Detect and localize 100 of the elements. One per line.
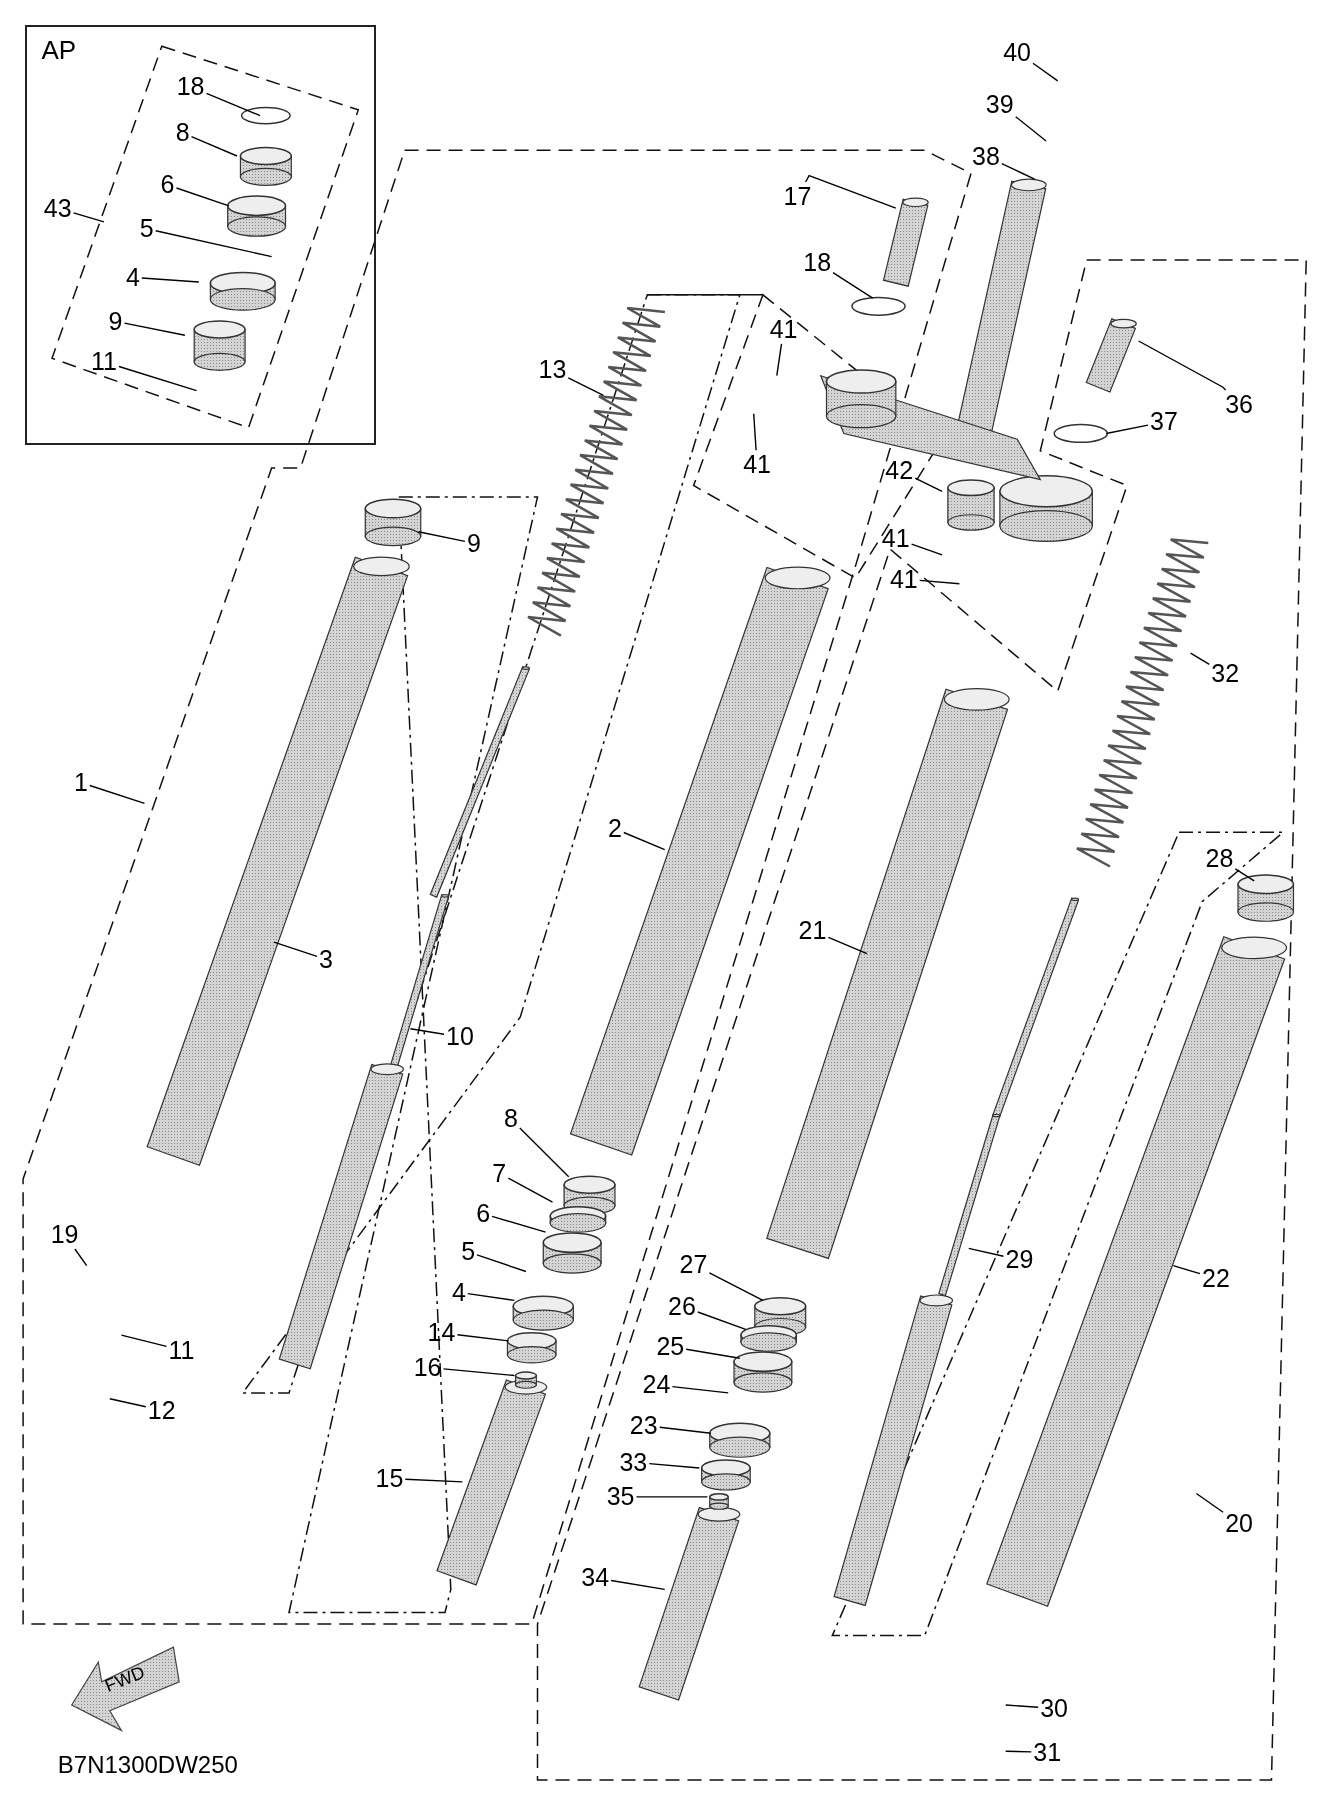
callout-number: 1: [73, 770, 88, 796]
callout-number: 24: [642, 1372, 671, 1398]
callout-number: 19: [50, 1222, 79, 1247]
leader-line: [442, 1368, 516, 1377]
callout-number: 37: [1150, 409, 1178, 435]
callout-number: 11: [168, 1337, 195, 1363]
leader-line: [72, 212, 105, 223]
leader-line: [635, 1496, 709, 1498]
leader-line: [141, 277, 200, 283]
callout-number: 36: [1225, 392, 1253, 418]
leader-line: [1172, 1265, 1201, 1275]
callout-number: 43: [43, 195, 72, 221]
callout-number: 5: [461, 1239, 476, 1265]
leader-line: [409, 1028, 445, 1035]
leader-line: [205, 92, 261, 117]
callout-number: 11: [91, 349, 117, 375]
callout-number: 31: [1033, 1739, 1062, 1765]
callout-number: 12: [147, 1397, 176, 1423]
leader-line: [671, 1385, 729, 1394]
callout-number: 41: [769, 316, 798, 342]
callout-number: 38: [972, 143, 1000, 169]
callout-number: 6: [160, 172, 175, 198]
callout-number: 42: [885, 457, 914, 483]
leader-line: [1234, 868, 1255, 882]
callout-number: 4: [125, 264, 140, 290]
callout-number: 10: [446, 1024, 474, 1050]
leader-line: [623, 831, 666, 851]
callout-number: 18: [176, 74, 205, 100]
leader-line: [776, 343, 783, 377]
callout-number: 22: [1202, 1265, 1230, 1291]
drawing-code: B7N1300DW250: [57, 1750, 238, 1779]
leader-line: [1105, 424, 1149, 435]
leader-line: [109, 1398, 147, 1408]
leader-line: [610, 1579, 666, 1591]
callout-number: 34: [581, 1565, 610, 1591]
callout-number: 18: [803, 249, 832, 275]
callout-number: 25: [656, 1334, 685, 1360]
leader-line: [155, 230, 273, 258]
leader-line: [827, 936, 868, 955]
leader-line: [519, 1127, 570, 1178]
leader-line: [491, 1215, 547, 1233]
kit-label: AP: [41, 37, 77, 64]
callout-number: 30: [1040, 1695, 1068, 1721]
leader-line: [89, 784, 146, 805]
callout-number: 6: [476, 1201, 491, 1227]
callout-number: 41: [889, 566, 918, 592]
kit-frame: [25, 25, 376, 445]
leader-line: [476, 1254, 527, 1273]
callout-number: 13: [538, 357, 567, 383]
leader-line: [74, 1248, 88, 1267]
callout-number: 35: [606, 1484, 635, 1510]
callout-number: 5: [139, 216, 154, 242]
leader-line: [753, 413, 757, 451]
leader-line: [175, 187, 230, 207]
callout-number: 3: [318, 946, 333, 972]
callout-number: 15: [375, 1465, 404, 1491]
callout-number: 32: [1211, 661, 1240, 687]
leader-line: [832, 271, 874, 299]
callout-number: 40: [1003, 39, 1031, 65]
leader-line: [120, 1334, 168, 1348]
callout-number: 23: [629, 1412, 658, 1438]
leader-line: [1195, 1492, 1224, 1513]
leader-line: [697, 1311, 747, 1330]
leader-line: [685, 1348, 741, 1359]
direction-label: FWD: [101, 1662, 148, 1698]
leader-line: [273, 941, 318, 958]
leader-line: [190, 136, 238, 157]
leader-line: [404, 1478, 464, 1483]
callout-number: 26: [668, 1293, 696, 1319]
callout-number: 14: [427, 1320, 456, 1346]
leader-line: [968, 1247, 1005, 1257]
callout-number: 17: [783, 184, 812, 209]
callout-number: 20: [1225, 1511, 1253, 1536]
callout-number: 9: [466, 530, 481, 556]
leader-line: [1032, 62, 1059, 82]
leader-line: [118, 365, 198, 392]
callout-number: 28: [1205, 846, 1234, 872]
leader-line: [919, 579, 961, 585]
callout-number: 9: [108, 308, 123, 334]
leader-line: [456, 1334, 510, 1342]
callout-number: 8: [503, 1106, 518, 1132]
callout-number: 4: [451, 1279, 466, 1305]
leader-line: [417, 531, 466, 543]
callout-number: 33: [619, 1449, 648, 1475]
leader-line: [708, 1272, 764, 1302]
callout-number: 7: [492, 1160, 507, 1186]
leader-line: [1001, 162, 1036, 180]
leader-line: [648, 1462, 700, 1469]
leader-line: [123, 322, 186, 336]
leader-line: [910, 543, 943, 556]
leader-line: [507, 1177, 554, 1203]
leader-line: [914, 477, 943, 492]
callout-number: 27: [679, 1252, 708, 1278]
callout-number: 21: [798, 918, 827, 943]
callout-number: 16: [413, 1354, 442, 1380]
leader-line: [1015, 116, 1047, 142]
leader-line: [467, 1292, 516, 1302]
callout-number: 8: [175, 120, 190, 146]
callout-number: 29: [1005, 1247, 1034, 1273]
callout-number: 2: [607, 816, 622, 842]
